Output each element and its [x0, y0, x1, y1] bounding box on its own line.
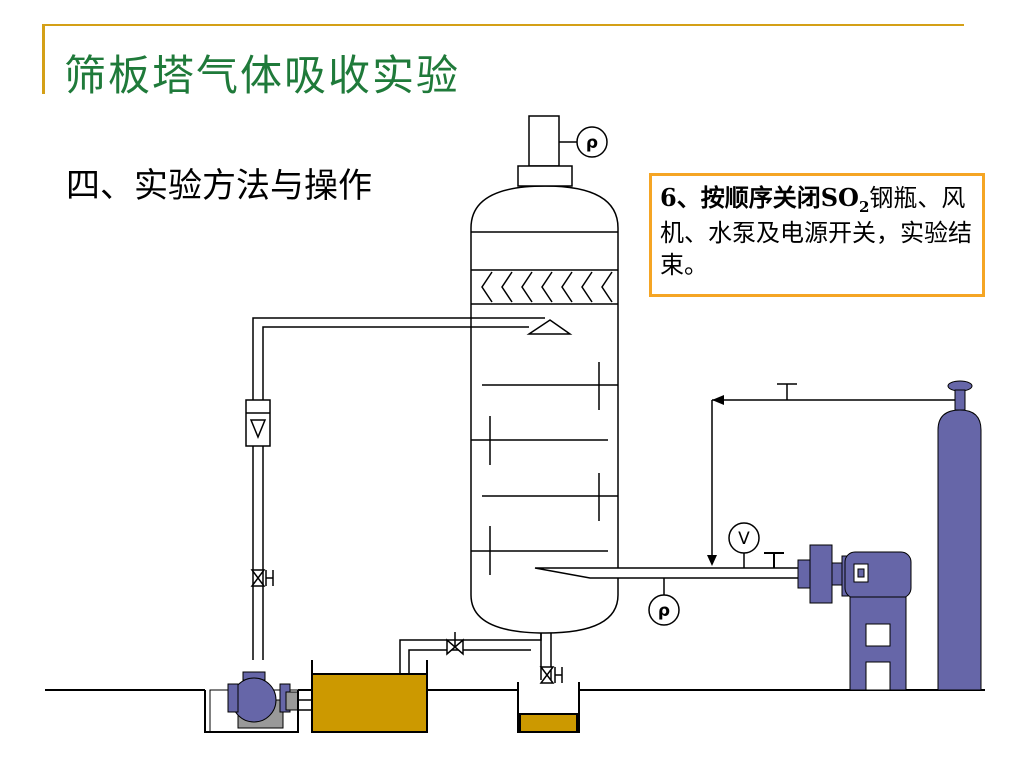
step-note-suffix: 钢瓶、风机、水泵及电源开关，实验结束。 [660, 184, 972, 279]
drain-valve-icon [446, 632, 464, 656]
so2-cylinder [937, 380, 982, 691]
flow-meter [728, 522, 760, 554]
air-valve-icon [764, 552, 784, 568]
outlet-valve-icon [539, 666, 563, 684]
liquid-distributor [526, 319, 573, 335]
section-heading: 四、实验方法与操作 [66, 166, 372, 206]
density-meter-top-label: ρ [586, 133, 598, 153]
density-meter-bottom [648, 594, 680, 626]
tower-bottom-outlet [399, 633, 552, 680]
liquid-valve-icon [250, 569, 274, 587]
collection-tank [517, 682, 580, 733]
water-tank [311, 660, 428, 733]
water-pump [209, 671, 299, 733]
liquid-rotameter [245, 399, 271, 447]
sieve-plates [471, 362, 618, 575]
density-meter-top [576, 126, 608, 158]
step-note-prefix: 6、按顺序关闭SO [660, 183, 859, 212]
step-note-subscript: 2 [858, 197, 870, 216]
tower-top-outlet [517, 115, 577, 187]
demister-packing [481, 271, 613, 303]
step-note-box: 6、按顺序关闭SO2钢瓶、风机、水泵及电源开关，实验结束。 [649, 173, 985, 297]
slide-title: 筛板塔气体吸收实验 [64, 51, 461, 100]
sieve-plate-tower [470, 185, 619, 634]
density-meter-bottom-label: ρ [658, 601, 670, 621]
blower-fan [797, 544, 912, 691]
so2-feed-line [711, 383, 957, 557]
so2-arrow-left-icon [712, 395, 724, 405]
title-accent-bar [42, 24, 45, 94]
liquid-feed-pipe [252, 317, 545, 660]
pump-sump [204, 690, 299, 733]
tank-pump-link [298, 699, 312, 711]
title-rule [42, 24, 964, 26]
flow-meter-label: V [738, 529, 750, 549]
so2-arrow-down-icon [707, 555, 717, 566]
